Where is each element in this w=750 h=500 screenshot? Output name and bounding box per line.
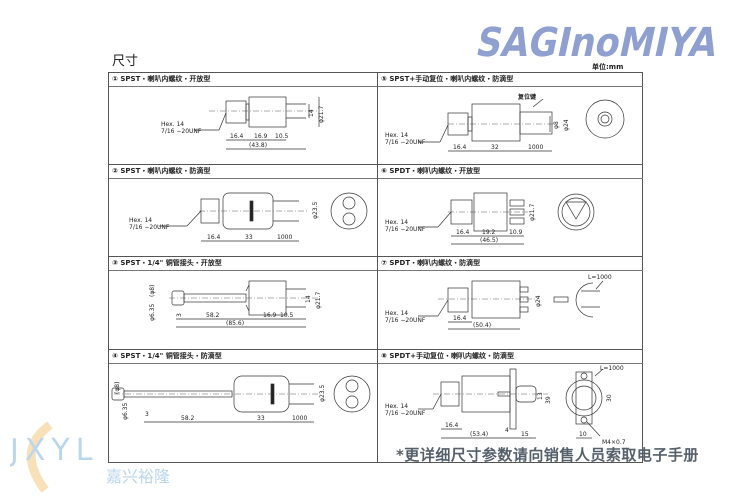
dim-label: φ21.7: [315, 292, 322, 310]
thread-label: 7/16 −20UNF: [129, 224, 170, 231]
dim-label: 3: [176, 313, 183, 317]
dim-label: 10.9: [509, 229, 523, 236]
dim-label: 58.2: [206, 312, 220, 319]
watermark-letters: JXYL: [10, 433, 98, 468]
dim-label: 16.4: [207, 234, 221, 241]
dimension-grid: ① SPST・喇叭内螺纹・开放型 Hex. 14 7/16 −20UNF 16.…: [108, 72, 643, 463]
wire-length-label: L=1000: [588, 274, 612, 281]
dim-label: 16.4: [453, 144, 467, 151]
dim-label: φ21.7: [529, 204, 536, 222]
cell-title: ⑦ SPDT・喇叭内螺纹・防滴型: [378, 257, 643, 271]
dim-label: 1000: [292, 415, 307, 422]
dim-label: 19.2: [482, 229, 496, 236]
dim-label: 4: [505, 427, 509, 434]
dim-label: (85.6): [226, 320, 244, 327]
dim-label: 14: [305, 295, 312, 303]
dim-label: 16.4: [445, 422, 459, 429]
dim-label: 1000: [277, 234, 292, 241]
drawing-6: Hex. 14 7/16 −20UNF 16.4 19.2 10.9 (46.5…: [385, 192, 595, 245]
dim-label: φ24: [535, 295, 542, 307]
drawing-4: (φ8) φ6.35 3 58.2 33 1000 φ23.5: [111, 375, 371, 423]
dim-label: (φ8): [149, 285, 156, 297]
cell-8: ⑧ SPDT+手动复位・喇叭内螺纹・防滴型 L=1000 Hex. 14 7/1…: [378, 350, 643, 462]
dim-label: (43.8): [249, 142, 267, 149]
cell-title: ⑥ SPDT・喇叭内螺纹・开放型: [378, 165, 643, 179]
cell-title: ① SPST・喇叭内螺纹・开放型: [109, 73, 377, 87]
hex-label: Hex. 14: [161, 121, 184, 128]
thread-label: 7/16 −20UNF: [385, 139, 426, 146]
drawing-7: L=1000 Hex. 14 7/16 −20UNF 16.4 (50.4) φ…: [385, 274, 612, 330]
dim-label: φ23.5: [319, 385, 326, 403]
unit-label: 单位:mm: [592, 63, 624, 71]
cell-3: ③ SPST・1/4" 铜管接头・开放型 (φ8) φ6.35 3 58.2 1…: [109, 257, 378, 350]
dim-label: 15: [521, 431, 529, 438]
jxyl-watermark: JXYL 嘉兴裕隆: [10, 421, 170, 493]
hex-label: Hex. 14: [385, 219, 408, 226]
cell-4: ④ SPST・1/4" 铜管接头・防滴型 (φ8) φ6.35 3 58.2 3…: [109, 350, 378, 462]
cell-2: ② SPST・喇叭内螺纹・防滴型 Hex. 14 7/16 −20UNF 16.…: [109, 165, 378, 257]
dim-label: φ24: [563, 119, 570, 131]
thread-label: 7/16 −20UNF: [385, 226, 426, 233]
hex-label: Hex. 14: [385, 403, 408, 410]
dim-label: 3: [145, 411, 149, 418]
dim-label: 39: [545, 396, 552, 404]
drawing-3: (φ8) φ6.35 3 58.2 16.9 10.5 (85.6) 14 φ2…: [149, 280, 322, 328]
dim-label: φ8: [553, 121, 560, 129]
dim-label: 13: [537, 392, 544, 400]
dim-label: φ23.5: [312, 202, 319, 220]
dim-label: 32: [491, 144, 499, 151]
wire-length-label: L=1000: [600, 365, 624, 372]
saginomiya-logo: SAGInoMIYA: [472, 20, 723, 60]
dim-label: 30: [606, 394, 613, 402]
hex-label: Hex. 14: [129, 217, 152, 224]
dim-label: 16.4: [456, 229, 470, 236]
dim-label: (50.4): [473, 322, 491, 329]
cell-6: ⑥ SPDT・喇叭内螺纹・开放型 Hex. 14 7/16 −20UNF 16.…: [378, 165, 643, 257]
hex-label: Hex. 14: [385, 310, 408, 317]
dim-label: (46.5): [480, 237, 498, 244]
page-title: 尺寸: [112, 54, 139, 69]
dim-label: 14: [308, 109, 315, 117]
dim-label: 58.2: [181, 415, 195, 422]
dim-label: 16.4: [230, 133, 244, 140]
dim-label: φ21.7: [318, 106, 325, 124]
drawing-2: Hex. 14 7/16 −20UNF 16.4 33 1000 φ23.5: [129, 192, 368, 242]
dim-label: φ6.35: [149, 304, 156, 322]
thread-label: 7/16 −20UNF: [161, 128, 202, 135]
drawing-5: 复位键 Hex. 14 7/16 −20UNF 16.4 32 1000 φ8 …: [385, 93, 625, 152]
dim-label: 33: [245, 234, 253, 241]
dim-label: 10: [579, 431, 587, 438]
thread-label: 7/16 −20UNF: [385, 317, 426, 324]
dim-label: 16.9: [263, 312, 277, 319]
cell-title: ⑧ SPDT+手动复位・喇叭内螺纹・防滴型: [378, 350, 643, 364]
footnote: *更详细尺寸参数请向销售人员索取电子手册: [396, 446, 699, 464]
dim-label: (φ8): [114, 382, 121, 394]
cell-1: ① SPST・喇叭内螺纹・开放型 Hex. 14 7/16 −20UNF 16.…: [109, 73, 378, 165]
reset-button-callout: 复位键: [517, 93, 537, 101]
cell-title: ⑤ SPST+手动复位・喇叭内螺纹・防滴型: [378, 73, 643, 87]
logo-text: SAGInoMIYA: [472, 20, 723, 60]
cell-7: ⑦ SPDT・喇叭内螺纹・防滴型 L=1000 Hex. 14 7/16 −20…: [378, 257, 643, 350]
watermark-name: 嘉兴裕隆: [106, 467, 170, 486]
dim-label: 10.5: [275, 133, 289, 140]
dim-label: 16.9: [254, 133, 268, 140]
dim-label: 10.5: [280, 312, 294, 319]
dim-label: (53.4): [470, 431, 488, 438]
drawing-8: L=1000 Hex. 14 7/16 −20UNF 16.4 (53.4) 4…: [385, 365, 626, 446]
thread-label: 7/16 −20UNF: [385, 410, 426, 417]
dim-label: M4×0.7: [602, 439, 626, 446]
drawing-1: Hex. 14 7/16 −20UNF 16.4 16.9 10.5 (43.8…: [161, 96, 325, 150]
cell-5: ⑤ SPST+手动复位・喇叭内螺纹・防滴型 复位键 Hex. 14 7/16 −…: [378, 73, 643, 165]
dim-label: 16.4: [453, 315, 467, 322]
cell-title: ④ SPST・1/4" 铜管接头・防滴型: [109, 350, 377, 364]
dim-label: 33: [257, 415, 265, 422]
dim-label: 1000: [528, 144, 543, 151]
hex-label: Hex. 14: [385, 132, 408, 139]
dim-label: φ6.35: [122, 403, 129, 421]
cell-title: ② SPST・喇叭内螺纹・防滴型: [109, 165, 377, 179]
cell-title: ③ SPST・1/4" 铜管接头・开放型: [109, 257, 377, 271]
